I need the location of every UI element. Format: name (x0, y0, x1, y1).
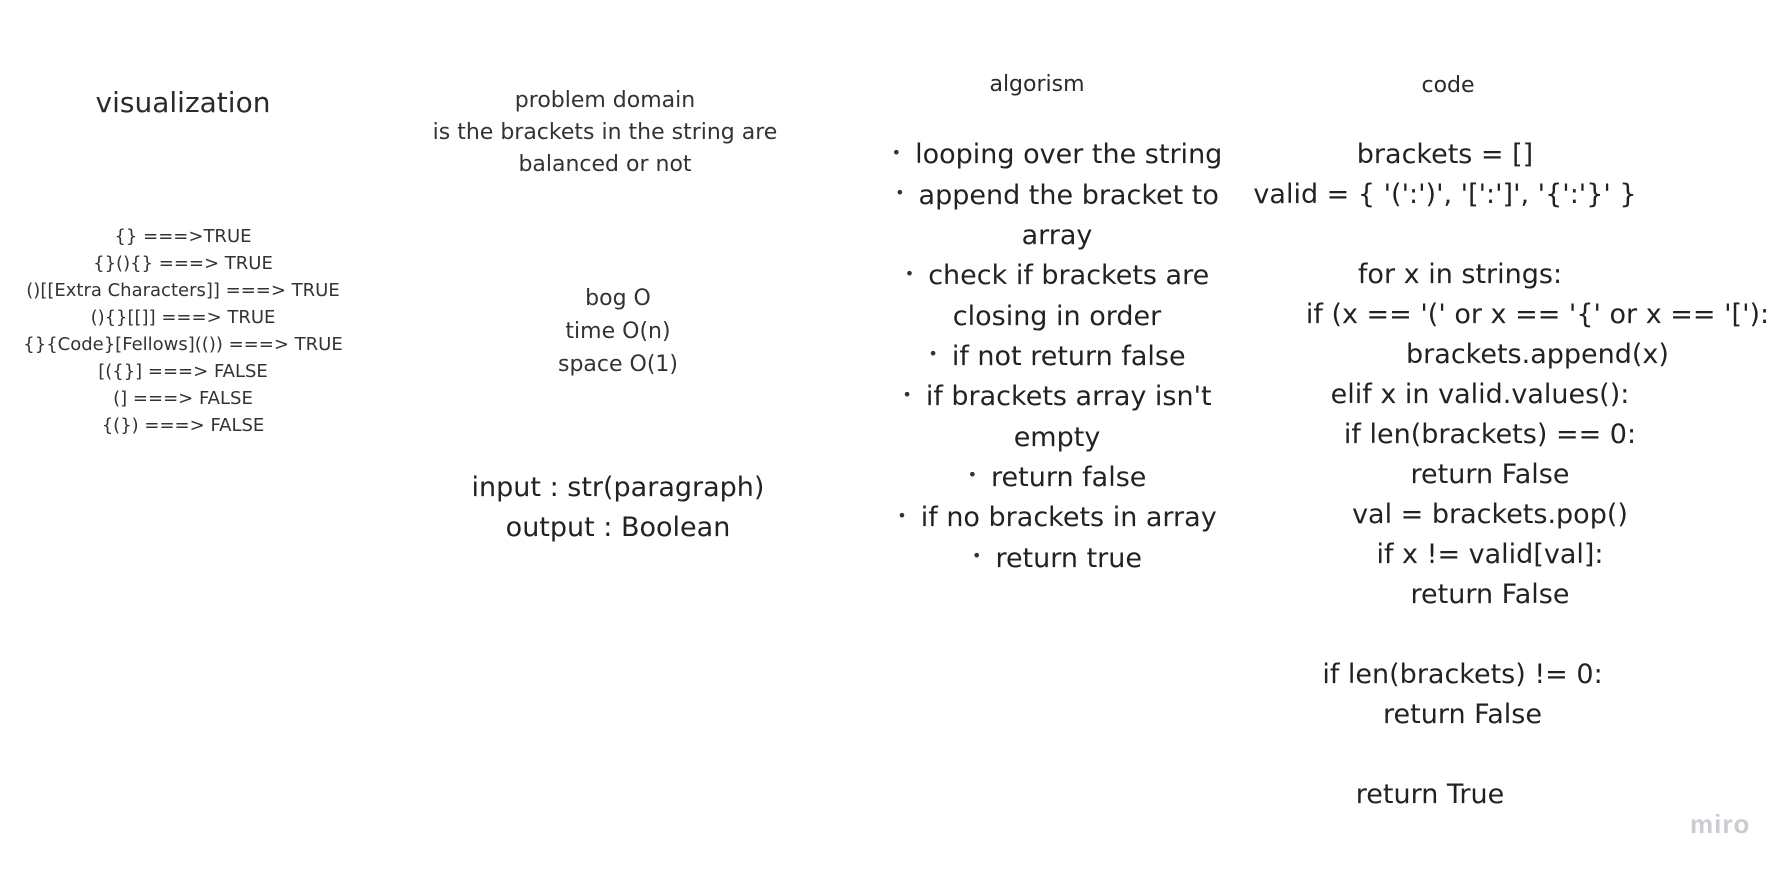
problem-domain-text: balanced or not (518, 152, 692, 177)
algorithm-step: •looping over the string (891, 139, 1223, 170)
code-line: return False (1410, 579, 1570, 610)
example-line: {}(){} ===> TRUE (93, 253, 273, 274)
output-line: output : Boolean (505, 512, 731, 543)
problem-domain-note: problem domain is the brackets in the st… (433, 85, 778, 181)
visualization-examples: {} ===>TRUE {}(){} ===> TRUE ()[[Extra C… (23, 223, 342, 439)
code-block: brackets = [] valid = { '(':')', '[':']'… (1253, 135, 1769, 815)
code-line: brackets.append(x) (1406, 339, 1669, 370)
input-output-note: input : str(paragraph) output : Boolean (472, 468, 765, 548)
input-line: input : str(paragraph) (471, 472, 765, 503)
algorithm-step: •check if brackets are closing in order (904, 260, 1210, 332)
bullet-icon: • (904, 263, 915, 283)
bullet-icon: • (891, 142, 902, 162)
algorithm-step: •if not return false (928, 340, 1186, 372)
code-line: if len(brackets) == 0: (1343, 419, 1637, 450)
bullet-icon: • (895, 183, 905, 202)
algorithm-steps: •looping over the string •append the bra… (877, 135, 1237, 579)
code-line (1321, 735, 1769, 775)
example-line: {} ===>TRUE (114, 226, 252, 247)
algorithm-step: •return false (967, 461, 1147, 493)
example-line: ()[[Extra Characters]] ===> TRUE (26, 280, 340, 301)
code-line: val = brackets.pop() (1352, 499, 1628, 530)
algorithm-step: •if brackets array isn't empty (902, 381, 1212, 453)
problem-domain-title: problem domain (514, 88, 696, 113)
space-complexity: space O(1) (557, 352, 679, 377)
visualization-title: visualization (95, 86, 271, 119)
algorithm-step: •return true (972, 542, 1142, 574)
code-line: for x in strings: (1357, 259, 1563, 290)
code-title: code (1421, 73, 1475, 98)
example-line: (] ===> FALSE (113, 388, 253, 409)
code-line: return True (1355, 779, 1505, 810)
time-complexity: time O(n) (565, 319, 671, 344)
big-o-title: bog O (585, 286, 651, 311)
code-line: return False (1410, 459, 1570, 490)
code-line: brackets = [] (1356, 139, 1534, 170)
bullet-icon: • (902, 384, 912, 404)
code-line (1321, 615, 1769, 655)
code-line: valid = { '(':')', '[':']', '{':'}' } (1253, 179, 1637, 210)
algorithm-step: •append the bracket to array (895, 179, 1219, 252)
code-line: if x != valid[val]: (1376, 539, 1604, 570)
miro-logo: miro (1690, 809, 1751, 839)
bullet-icon: • (928, 344, 938, 363)
example-line: {(}) ===> FALSE (101, 415, 265, 436)
example-line: (){}[[]] ===> TRUE (90, 307, 276, 328)
bullet-icon: • (897, 505, 907, 525)
problem-domain-text: is the brackets in the string are (432, 120, 778, 145)
code-line: if (x == '(' or x == '{' or x == '['): (1305, 299, 1770, 330)
algorithm-title: algorism (989, 72, 1085, 97)
bullet-icon: • (967, 465, 978, 484)
code-line: return False (1383, 699, 1542, 730)
big-o-note: bog O time O(n) space O(1) (558, 282, 678, 381)
bullet-icon: • (972, 546, 982, 565)
example-line: [({}] ===> FALSE (98, 361, 268, 382)
algorithm-step: •if no brackets in array (897, 502, 1217, 533)
code-line (1321, 215, 1769, 255)
example-line: {}{Code}[Fellows](()) ===> TRUE (23, 334, 343, 355)
code-line: elif x in valid.values(): (1330, 379, 1630, 410)
code-line: if len(brackets) != 0: (1322, 659, 1603, 690)
